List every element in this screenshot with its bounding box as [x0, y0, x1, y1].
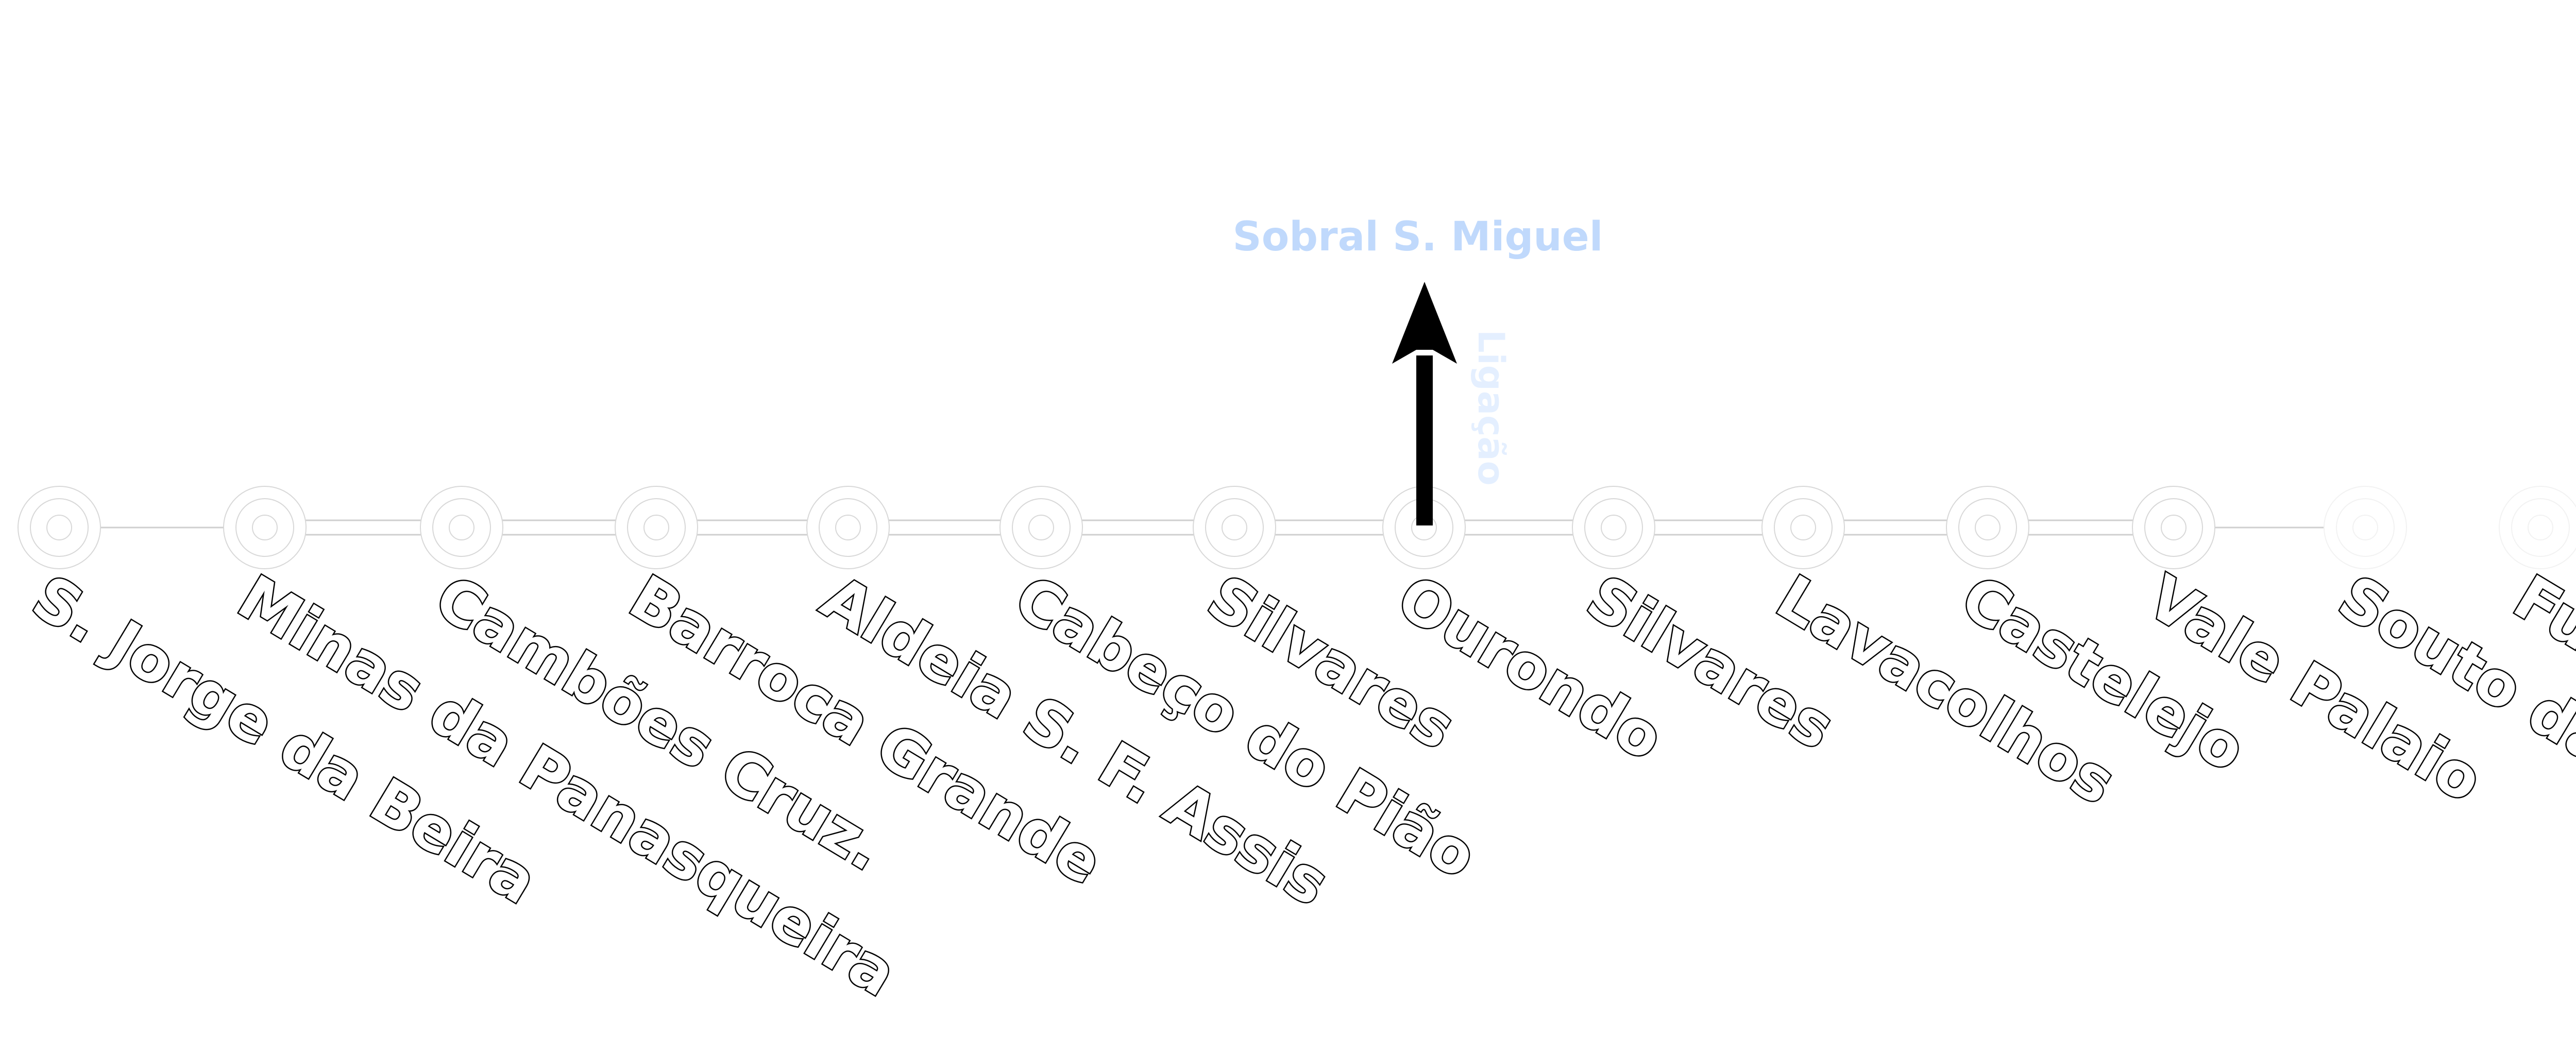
station-marker[interactable]	[1946, 486, 2029, 569]
station-marker[interactable]	[18, 486, 101, 569]
stations	[18, 486, 2576, 569]
arrow-up-icon	[1392, 282, 1457, 525]
station-marker[interactable]	[2132, 486, 2215, 569]
station-marker[interactable]	[999, 486, 1083, 569]
station-marker[interactable]	[2324, 486, 2407, 569]
connection-label: Ligação	[1470, 330, 1512, 486]
connection-destination: Sobral S. Miguel	[1233, 214, 1603, 260]
station-marker[interactable]	[806, 486, 890, 569]
station-marker[interactable]	[2499, 486, 2576, 569]
station-marker[interactable]	[1572, 486, 1655, 569]
station-marker[interactable]	[420, 486, 503, 569]
connection: Sobral S. Miguel Ligação	[1233, 214, 1603, 525]
station-marker[interactable]	[223, 486, 307, 569]
station-marker[interactable]	[1193, 486, 1276, 569]
station-marker[interactable]	[615, 486, 698, 569]
station-marker[interactable]	[1761, 486, 1845, 569]
station-marker[interactable]	[1382, 486, 1466, 569]
